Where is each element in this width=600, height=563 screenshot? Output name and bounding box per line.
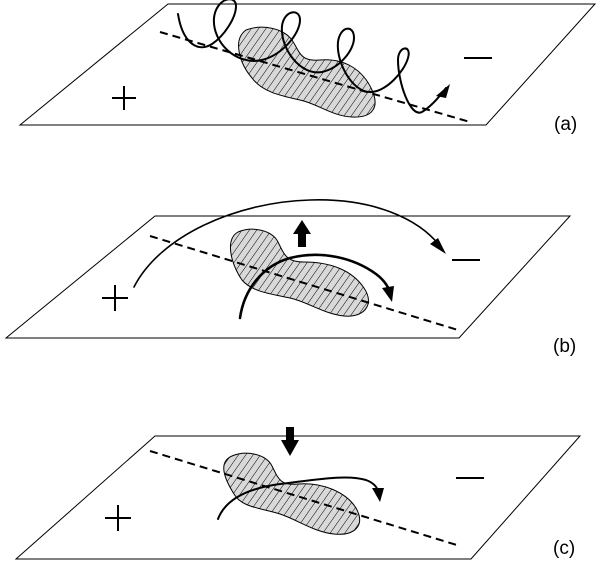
helical-field-line	[177, 0, 447, 114]
downward-arrow	[281, 427, 299, 456]
panel-label-a: (a)	[554, 114, 577, 135]
positive-polarity-sign	[105, 505, 131, 531]
overlying-arcade-field-line	[133, 199, 441, 288]
sheared-arrowhead	[372, 488, 384, 502]
panel-label-b: (b)	[553, 336, 576, 357]
positive-polarity-sign	[102, 285, 128, 311]
polarity-inversion-line	[149, 235, 459, 331]
positive-polarity-sign	[112, 86, 136, 110]
hatched-region	[229, 228, 369, 317]
sheared-flux-rope-field-line	[238, 253, 392, 320]
polarity-inversion-line	[159, 31, 471, 123]
helical-arrowhead	[436, 84, 450, 98]
hatched-region	[238, 26, 376, 118]
polarity-inversion-line	[149, 450, 461, 547]
panel-c: (c)	[14, 427, 582, 560]
upward-arrow	[293, 220, 311, 247]
panel-b: (b)	[4, 199, 576, 357]
flux-rope-arrowhead	[382, 286, 394, 302]
arcade-arrowhead	[430, 238, 446, 254]
panel-a: (a)	[18, 0, 597, 135]
sheared-field-line	[217, 476, 379, 520]
panel-label-c: (c)	[553, 538, 575, 559]
